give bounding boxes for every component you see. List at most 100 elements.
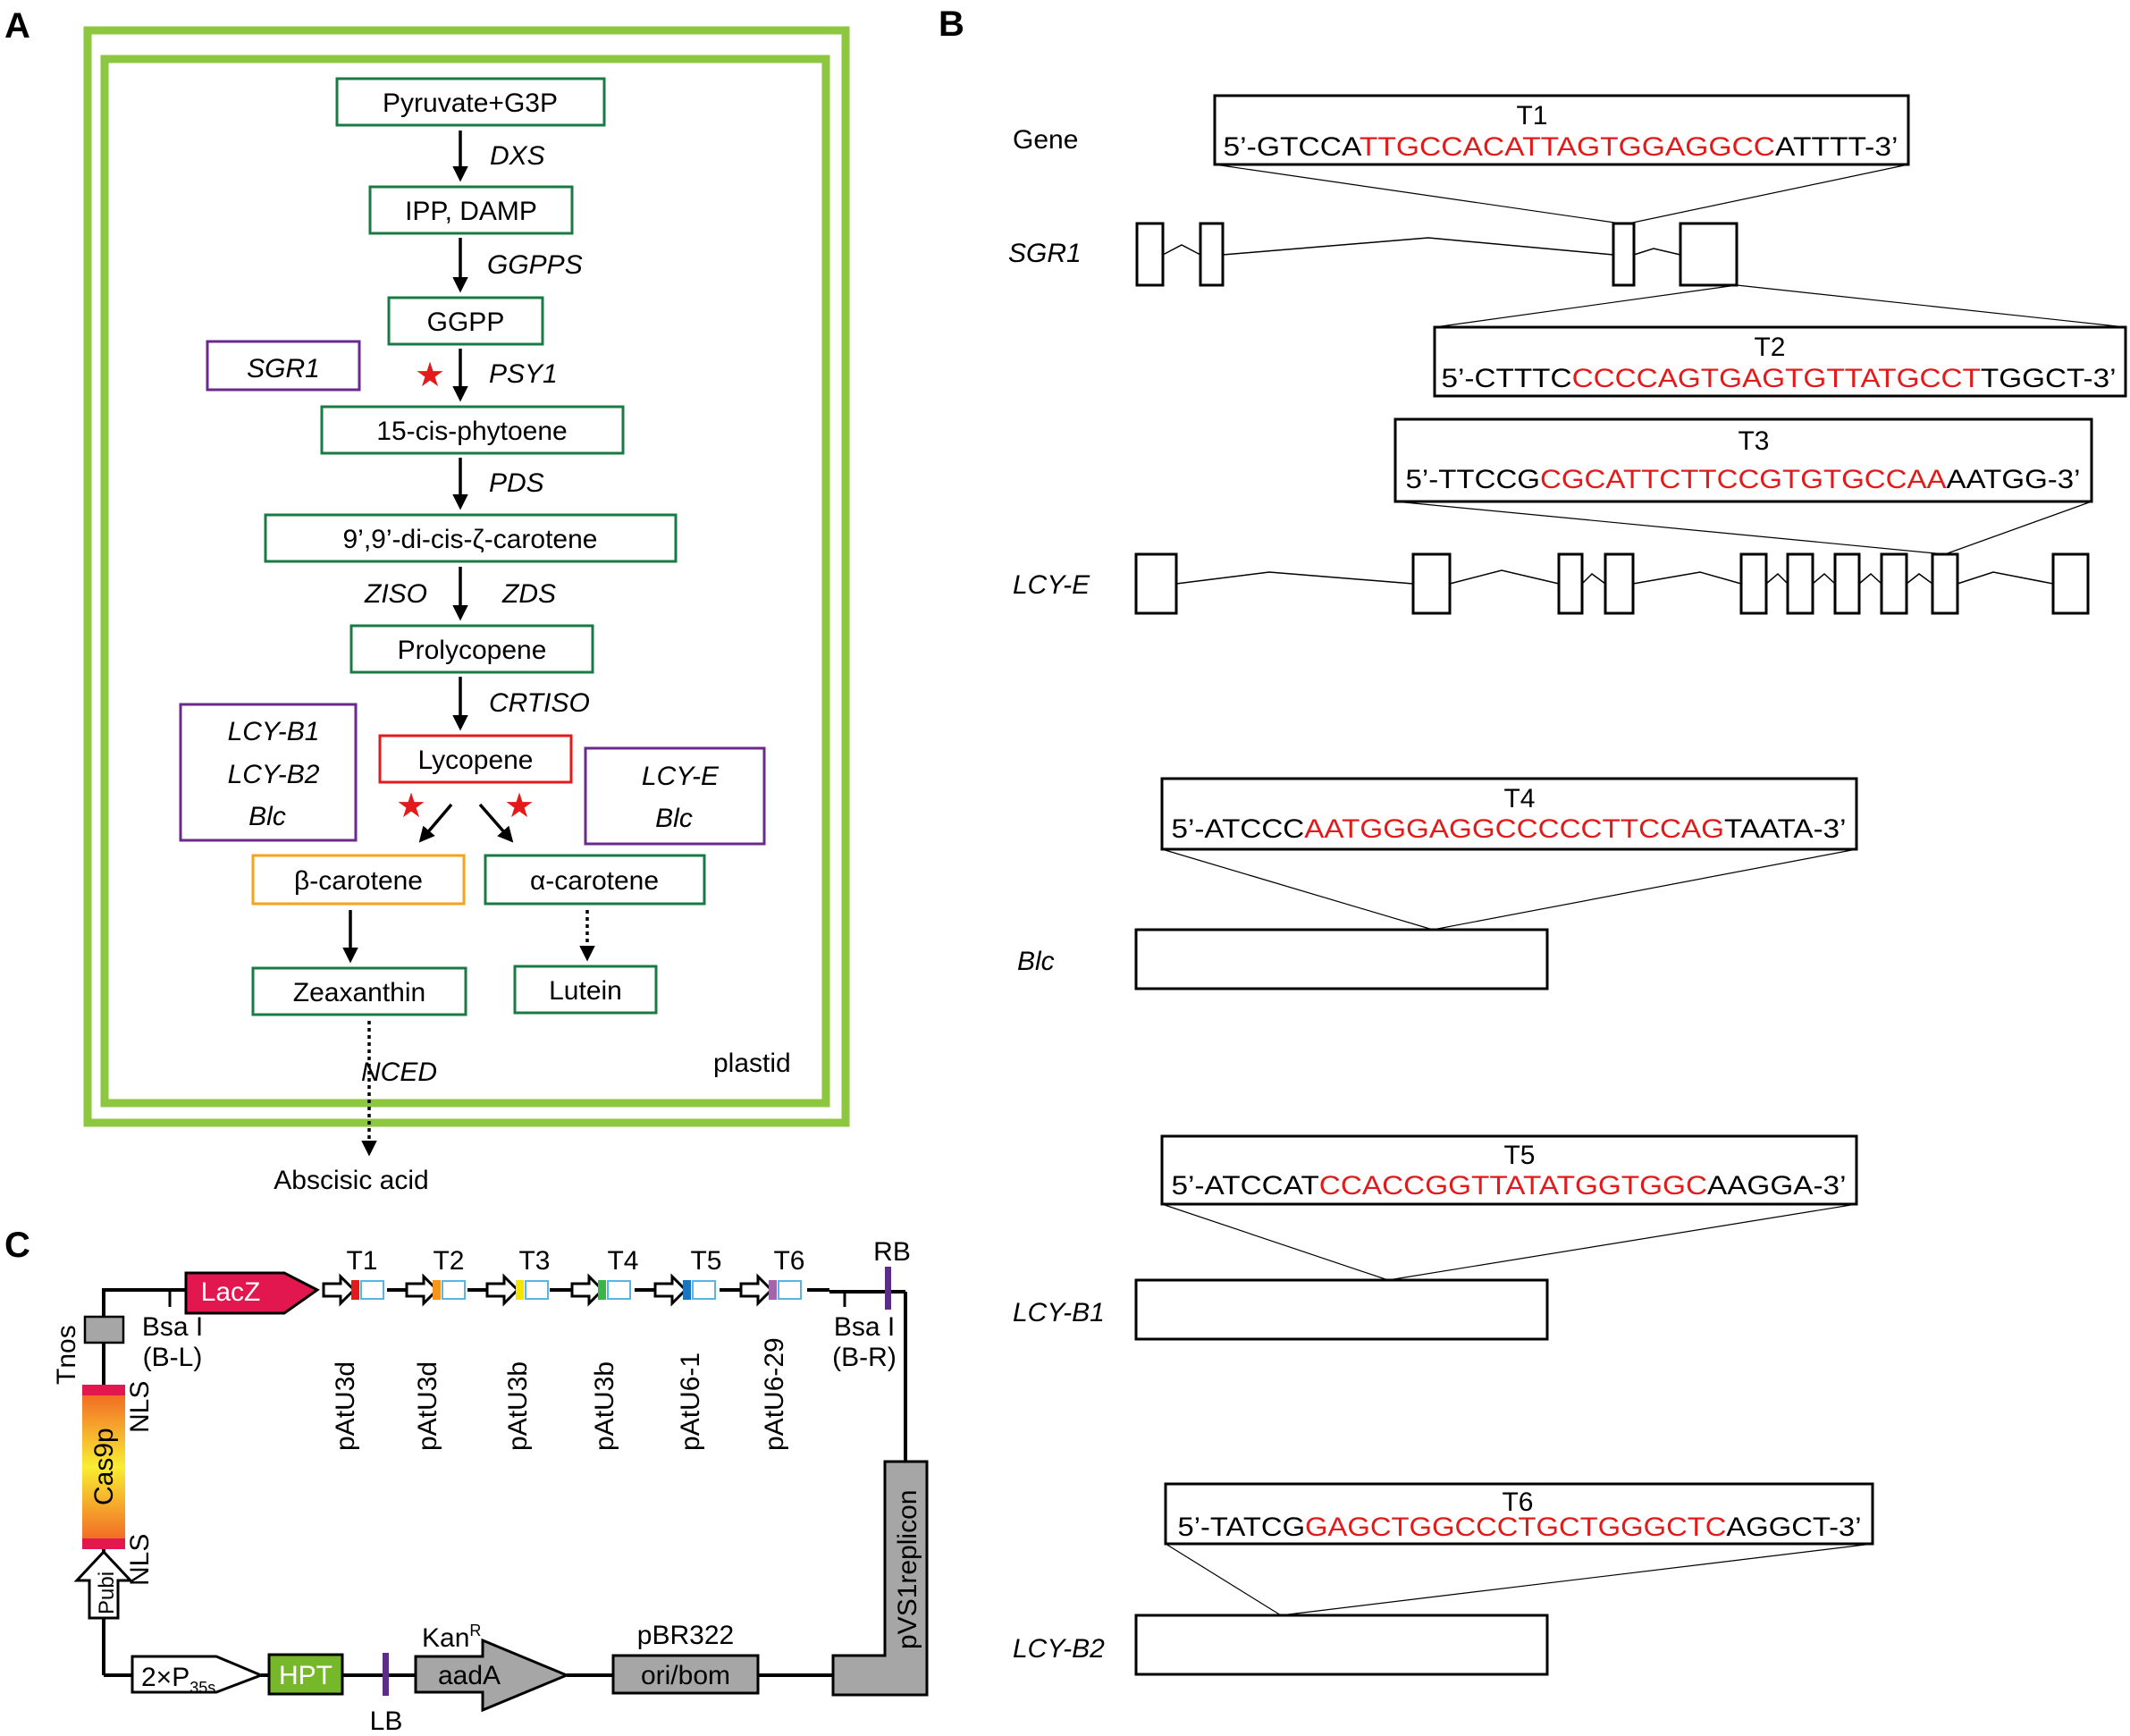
pubi-promoter [73, 1549, 134, 1620]
target-box-t2 [1433, 325, 2127, 398]
promoter-label: pAtU6-1 [676, 1353, 705, 1451]
pvs1-replicon-label: pVS1replicon [893, 1490, 922, 1649]
gene-box-blc-label-left: Blc [248, 802, 286, 831]
vector-target-label-t2: T2 [433, 1246, 464, 1276]
box-carotene-z [264, 513, 678, 563]
aada-element [414, 1638, 570, 1713]
enzyme-zds: ZDS [501, 579, 556, 609]
metabolite-phytoene: 15-cis-phytoene [376, 417, 567, 446]
gene-box-sgr1-label: SGR1 [247, 354, 320, 383]
gene-label-sgr1: SGR1 [1008, 239, 1082, 268]
target-box-t6 [1164, 1482, 1874, 1546]
vector-target-label-t4: T4 [607, 1246, 638, 1276]
bsa-right-label: Bsa I [834, 1312, 895, 1342]
box-lutein [513, 965, 658, 1015]
nls-bottom-block [82, 1538, 125, 1549]
vector-target-label-t1: T1 [346, 1246, 377, 1276]
promoter-label: pAtU3d [413, 1361, 442, 1451]
target-label-t3: T3 [1738, 426, 1769, 456]
promoter-label: pAtU3b [503, 1361, 533, 1451]
rb-border [885, 1267, 891, 1310]
star-icon: ★ [396, 788, 426, 825]
ori-bom-label: ori/bom [641, 1661, 730, 1690]
promoter-arrows [322, 1273, 774, 1307]
hpt-label: HPT [279, 1661, 333, 1690]
gene-box-lcye-label: LCY-E [642, 762, 720, 791]
box-beta-carotene [251, 854, 466, 906]
tnos-label: Tnos [52, 1325, 81, 1385]
gene-label-blc: Blc [1017, 947, 1055, 976]
star-icon: ★ [504, 788, 535, 825]
scaffold-box [525, 1280, 549, 1300]
lacz-element [184, 1271, 320, 1315]
target-label-t1: T1 [1516, 101, 1547, 131]
panel-label-c: C [4, 1226, 30, 1265]
nls-bottom-label: NLS [125, 1534, 155, 1586]
gene-box-lcyb2-label: LCY-B2 [228, 760, 320, 789]
enzyme-ziso: ZISO [364, 579, 427, 609]
lacz-label: LacZ [201, 1277, 261, 1307]
target-cassette-t1 [351, 1280, 359, 1300]
target-cassette-t3 [516, 1280, 524, 1300]
blc-exon [1134, 928, 1549, 990]
panel-label-a: A [4, 6, 30, 46]
box-pyruvate [335, 77, 606, 127]
target-cassette-t4 [598, 1280, 606, 1300]
scaffold-box [442, 1280, 466, 1300]
metabolite-zeaxanthin: Zeaxanthin [293, 978, 425, 1007]
enzyme-dxs: DXS [490, 141, 545, 171]
target-label-t5: T5 [1503, 1141, 1535, 1170]
gene-box-lcyb1-label: LCY-B1 [228, 717, 320, 746]
box-lcyb-group [179, 703, 358, 842]
lb-label: LB [370, 1707, 403, 1736]
pbr322-element [611, 1654, 760, 1695]
target-box-t4 [1160, 777, 1858, 851]
cas9-label: Cas9p [89, 1428, 119, 1505]
gene-box-blc-label-right: Blc [655, 804, 693, 833]
panel-label-b: B [939, 4, 964, 44]
target-box-t1 [1213, 94, 1910, 166]
box-prolycopene [349, 624, 594, 674]
box-lycopene [378, 734, 573, 784]
sgr1-introns [1162, 237, 1681, 256]
plastid-label: plastid [713, 1049, 791, 1078]
box-zeaxanthin [251, 966, 467, 1016]
pubi-label: Pubi [95, 1572, 119, 1614]
gene-label-lcyb2: LCY-B2 [1013, 1634, 1105, 1664]
lcyb1-exon [1134, 1278, 1549, 1341]
target-label-t4: T4 [1503, 784, 1535, 813]
nls-top-block [82, 1385, 125, 1395]
lcyb2-exon [1134, 1614, 1549, 1676]
p35s-label: 2×P35s [141, 1663, 215, 1697]
lcye-exons [1134, 552, 2090, 615]
vector-target-label-t5: T5 [690, 1246, 721, 1276]
gene-header: Gene [1013, 125, 1078, 155]
rb-label: RB [873, 1237, 911, 1267]
box-sgr1 [206, 340, 361, 392]
target-box-t5 [1160, 1134, 1858, 1206]
pvs1-replicon-element [831, 1460, 929, 1697]
promoter-label: pAtU3d [331, 1361, 360, 1451]
plastid-border [83, 26, 850, 1127]
cas9-element [82, 1385, 125, 1549]
metabolite-lycopene: Lycopene [418, 746, 534, 775]
scaffold-box [778, 1280, 802, 1300]
arrow-to-beta [418, 803, 453, 843]
bsa-left-sub: (B-L) [143, 1343, 203, 1372]
sgr1-exons [1135, 222, 1739, 287]
metabolite-beta-carotene: β-carotene [294, 866, 423, 896]
gene-label-lcye: LCY-E [1013, 570, 1090, 600]
enzyme-nced: NCED [361, 1058, 437, 1087]
lcye-introns [1175, 569, 2054, 585]
aada-label: aadA [438, 1661, 501, 1690]
target-cassette-t5 [683, 1280, 691, 1300]
nls-top-label: NLS [125, 1381, 155, 1433]
metabolite-lutein: Lutein [549, 976, 622, 1006]
star-icon: ★ [415, 357, 445, 394]
metabolite-pyruvate: Pyruvate+G3P [383, 88, 558, 118]
